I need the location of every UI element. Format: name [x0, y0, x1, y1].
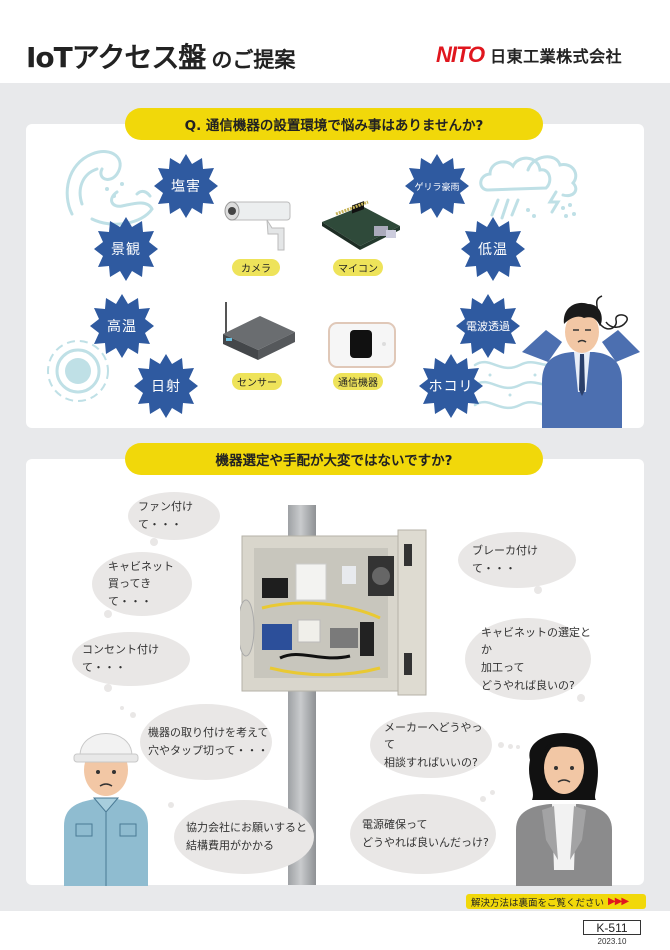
device-tag-microcomputer: マイコン	[333, 259, 383, 276]
speech-bubble: 機器の取り付けを考えて 穴やタップ切って・・・	[140, 704, 272, 780]
speech-bubble: 協力会社にお願いすると 結構費用がかかる	[174, 800, 314, 874]
bubble-tail-dot	[534, 586, 542, 594]
starburst-shape	[456, 294, 520, 358]
sensor-box-icon	[223, 302, 295, 360]
section1-heading: Q. 通信機器の設置環境で悩み事はありませんか?	[125, 108, 543, 140]
concern-burst-low-temp: 低温	[461, 217, 525, 281]
bubble-text: 電源確保って どうやれば良いんだっけ?	[362, 818, 489, 849]
speech-bubble: メーカーへどうやって 相談すればいいの?	[370, 712, 492, 778]
concern-burst-scenery: 景観	[94, 217, 158, 281]
speech-bubble: 電源確保って どうやれば良いんだっけ?	[350, 794, 496, 874]
header: IoTアクセス盤 のご提案 NITO 日東工業株式会社	[0, 0, 670, 83]
bubble-tail-dot	[516, 745, 520, 749]
bubble-tail-dot	[480, 796, 486, 802]
concern-label: 高温	[107, 319, 137, 335]
bubble-text: コンセント付けて・・・	[82, 643, 159, 674]
see-reverse-text: 解決方法は裏面をご覧ください	[471, 897, 605, 909]
starburst-shape	[90, 294, 154, 358]
page-title: IoTアクセス盤 のご提案	[26, 36, 295, 76]
storm-cloud-icon	[479, 155, 578, 220]
iot-access-cabinet-photo	[240, 529, 427, 696]
title-suffix: のご提案	[211, 48, 296, 72]
bubble-tail-dot	[104, 684, 112, 692]
starburst-shape	[94, 217, 158, 281]
bubble-text: ファン付けて・・・	[138, 500, 193, 531]
construction-worker-illustration	[64, 733, 148, 886]
bubble-tail-dot	[104, 610, 112, 618]
bubble-text: ブレーカ付けて・・・	[472, 544, 538, 575]
bubble-tail-dot	[168, 802, 174, 808]
speech-bubble: コンセント付けて・・・	[72, 632, 190, 686]
publish-date: 2023.10	[597, 937, 627, 946]
section2-heading: 機器選定や手配が大変ではないですか?	[125, 443, 543, 475]
concern-burst-dust: ホコリ	[419, 354, 483, 418]
bubble-tail-dot	[498, 742, 504, 748]
bubble-tail-dot	[130, 712, 136, 718]
sun-icon	[47, 340, 109, 402]
bubble-text: キャビネットの選定とか 加工って どうやれば良いの?	[481, 625, 591, 692]
company-name: 日東工業株式会社	[490, 47, 623, 66]
bubble-tail-dot	[150, 538, 158, 546]
bubble-tail-dot	[577, 694, 585, 702]
starburst-shape	[134, 354, 198, 418]
title-main: IoTアクセス盤	[26, 41, 206, 74]
starburst-shape	[419, 354, 483, 418]
concern-burst-heavy-rain: ゲリラ豪雨	[405, 154, 469, 218]
concern-label: 景観	[111, 242, 141, 258]
device-tag-communication: 通信機器	[333, 373, 383, 390]
bubble-text: 機器の取り付けを考えて 穴やタップ切って・・・	[148, 726, 269, 757]
mobile-router-icon	[328, 322, 396, 368]
concern-burst-radio-transmission: 電波透過	[456, 294, 520, 358]
concern-label: ゲリラ豪雨	[414, 182, 460, 193]
bubble-tail-dot	[508, 744, 513, 749]
speech-bubble: キャビネット 買ってきて・・・	[92, 552, 192, 616]
concern-label: 電波透過	[466, 320, 510, 333]
company-logo: NITO 日東工業株式会社	[436, 42, 622, 68]
starburst-shape	[154, 154, 218, 218]
concern-label: ホコリ	[428, 379, 474, 395]
microcomputer-board-icon	[322, 200, 400, 250]
device-tag-camera: カメラ	[232, 259, 280, 276]
concern-burst-high-temp: 高温	[90, 294, 154, 358]
bubble-text: 協力会社にお願いすると 結構費用がかかる	[186, 821, 307, 852]
device-tag-sensor: センサー	[232, 373, 282, 390]
concern-label: 日射	[151, 379, 181, 395]
starburst-shape	[405, 154, 469, 218]
security-camera-icon	[224, 201, 291, 251]
starburst-shape	[461, 217, 525, 281]
nito-logo-mark: NITO	[436, 42, 485, 67]
speech-bubble: ブレーカ付けて・・・	[458, 532, 576, 588]
troubled-businessman-illustration	[522, 295, 640, 428]
concern-label: 塩害	[171, 179, 201, 195]
document-code: K-511	[583, 920, 641, 935]
bubble-tail-dot	[490, 790, 495, 795]
bubble-tail-dot	[120, 706, 124, 710]
speech-bubble: キャビネットの選定とか 加工って どうやれば良いの?	[465, 618, 591, 700]
concern-burst-sunlight: 日射	[134, 354, 198, 418]
wave-icon	[65, 150, 154, 226]
bubble-text: キャビネット 買ってきて・・・	[108, 559, 174, 608]
speech-bubble: ファン付けて・・・	[128, 492, 220, 540]
bubble-text: メーカーへどうやって 相談すればいいの?	[384, 720, 483, 769]
arrow-right-icon: ▶▶▶	[608, 896, 629, 907]
office-worker-woman-illustration	[516, 732, 612, 886]
concern-burst-salt-damage: 塩害	[154, 154, 218, 218]
concern-label: 低温	[478, 242, 508, 258]
see-reverse-note: 解決方法は裏面をご覧ください ▶▶▶	[466, 894, 646, 909]
